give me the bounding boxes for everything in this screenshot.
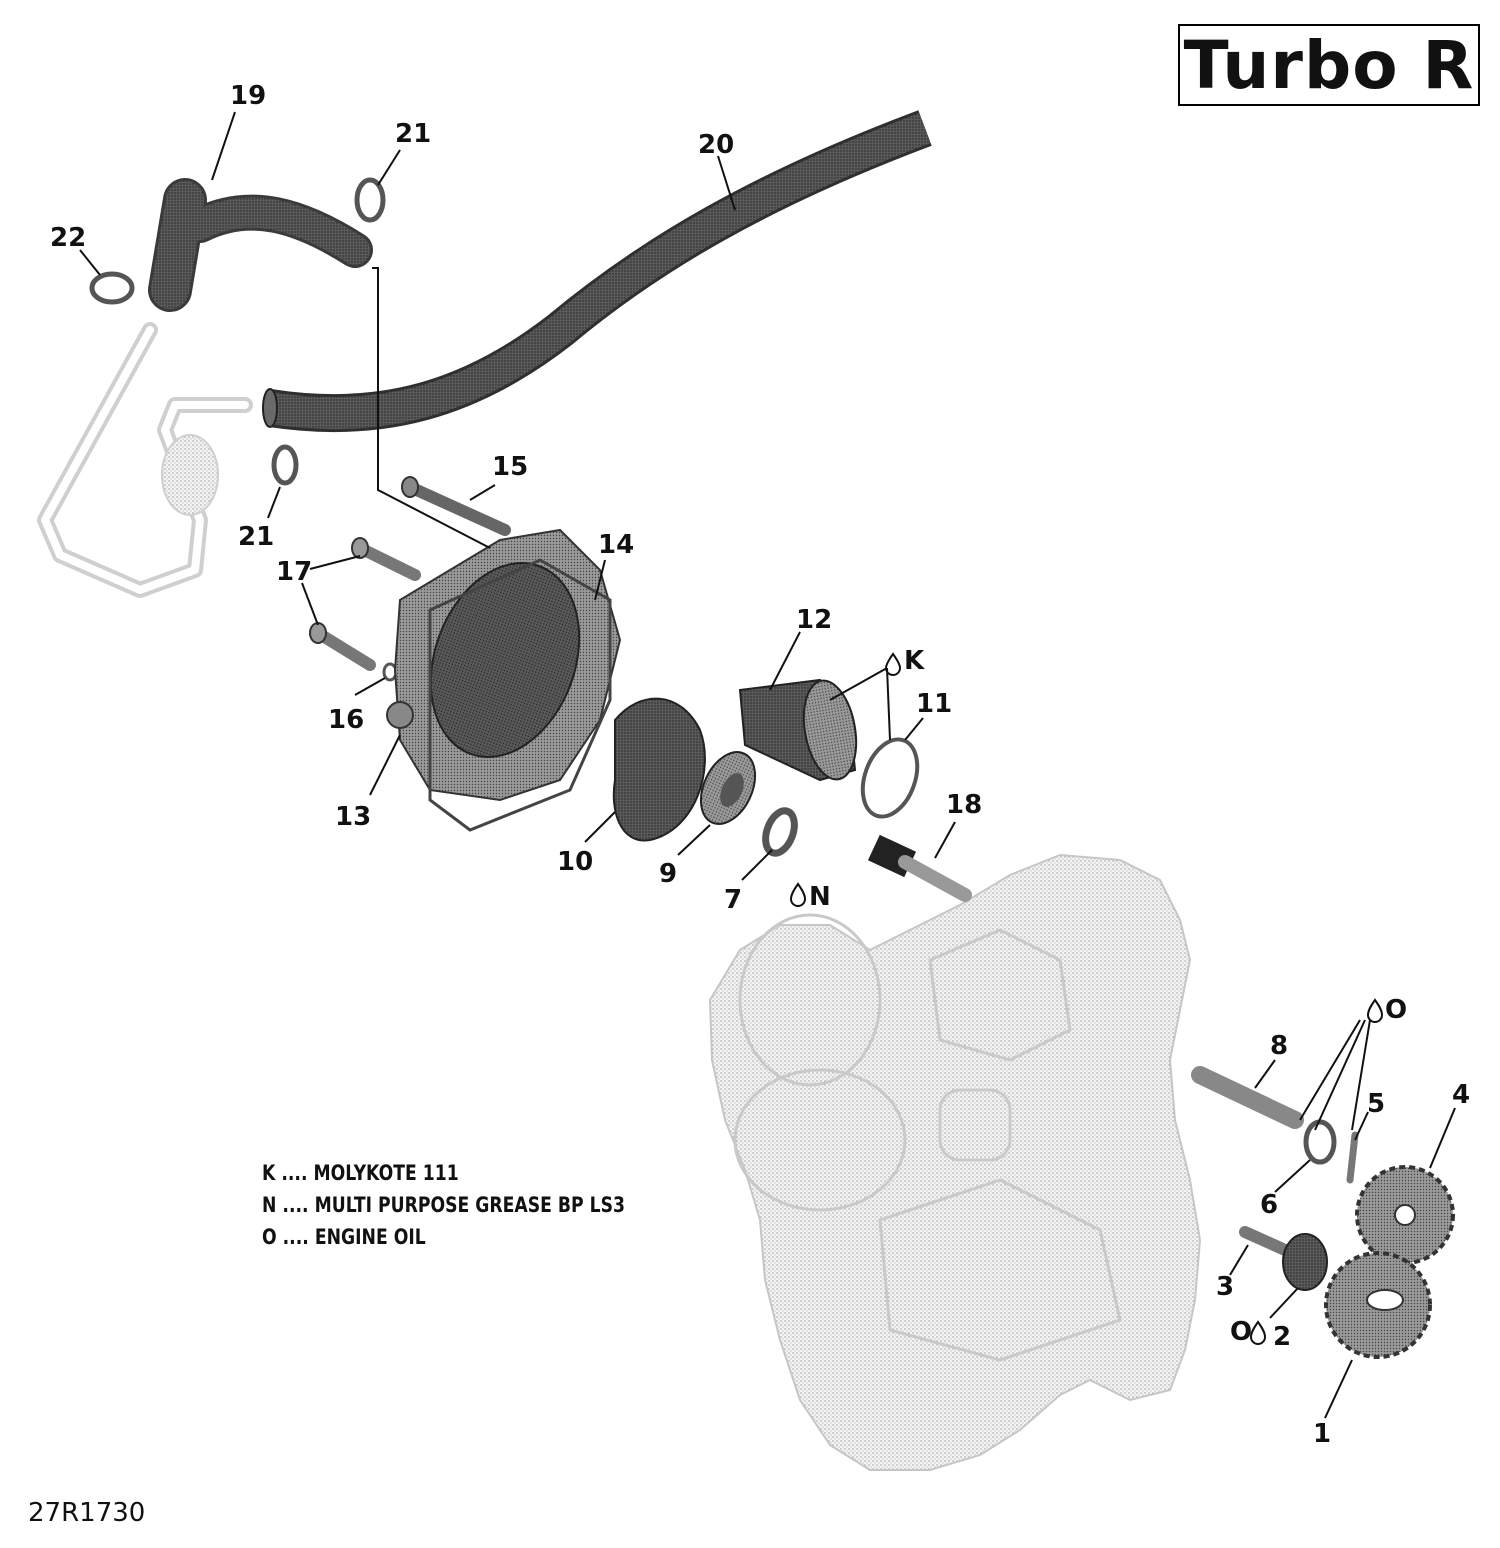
pin-8 bbox=[1191, 1066, 1304, 1129]
o-ring-11 bbox=[860, 737, 920, 819]
screw-17-top bbox=[351, 537, 421, 581]
diagram-reference-code: 27R1730 bbox=[28, 1498, 146, 1528]
coolant-hose-20 bbox=[262, 110, 932, 433]
legend-letter: K bbox=[262, 1161, 276, 1185]
engine-block bbox=[708, 853, 1202, 1471]
screw-3 bbox=[1239, 1226, 1291, 1256]
callout-4: 4 bbox=[1452, 1080, 1470, 1110]
legend-dots: .... bbox=[282, 1193, 309, 1217]
lube-letter-o-bottom: O bbox=[1230, 1317, 1252, 1347]
callout-3: 3 bbox=[1216, 1272, 1234, 1302]
gear-4 bbox=[1355, 1165, 1455, 1265]
legend-row-o: O .... ENGINE OIL bbox=[262, 1221, 625, 1253]
legend-dots: .... bbox=[281, 1161, 308, 1185]
callout-19: 19 bbox=[230, 81, 266, 111]
callout-15: 15 bbox=[492, 452, 528, 482]
seal-9 bbox=[699, 751, 757, 825]
lube-marker-k: K bbox=[884, 646, 925, 676]
hose-clamp-21-bottom bbox=[271, 444, 299, 486]
pin-5 bbox=[1346, 1131, 1359, 1184]
legend-text: ENGINE OIL bbox=[314, 1225, 426, 1249]
faint-coolant-tube bbox=[37, 322, 253, 598]
ring-7 bbox=[762, 807, 798, 857]
legend-letter: N bbox=[262, 1193, 277, 1217]
callout-21-top: 21 bbox=[395, 119, 431, 149]
callout-2: 2 bbox=[1273, 1322, 1291, 1352]
temperature-sensor-18 bbox=[867, 834, 972, 902]
water-pump-shaft-12 bbox=[738, 678, 858, 782]
hose-clamp-21-top bbox=[354, 177, 386, 223]
legend-text: MULTI PURPOSE GREASE BP LS3 bbox=[314, 1193, 626, 1217]
callout-12: 12 bbox=[796, 605, 832, 635]
gasket-14 bbox=[428, 558, 612, 832]
callout-22: 22 bbox=[50, 223, 86, 253]
callout-13: 13 bbox=[335, 802, 371, 832]
legend-row-k: K .... MOLYKOTE 111 bbox=[262, 1157, 625, 1189]
legend-text: MOLYKOTE 111 bbox=[313, 1161, 459, 1185]
callout-16: 16 bbox=[328, 705, 364, 735]
callout-5: 5 bbox=[1367, 1089, 1385, 1119]
callout-9: 9 bbox=[659, 859, 677, 889]
callout-1: 1 bbox=[1313, 1419, 1331, 1449]
gear-2 bbox=[1282, 1233, 1328, 1291]
callout-18: 18 bbox=[946, 790, 982, 820]
leader-lines bbox=[79, 111, 1456, 1419]
callout-labels: 1 2 3 4 5 6 7 8 9 10 11 12 13 14 15 16 1… bbox=[50, 81, 1470, 1449]
callout-6: 6 bbox=[1260, 1190, 1278, 1220]
legend-row-n: N .... MULTI PURPOSE GREASE BP LS3 bbox=[262, 1189, 625, 1221]
model-label-box: Turbo R bbox=[1178, 24, 1480, 106]
callout-8: 8 bbox=[1270, 1031, 1288, 1061]
lube-marker-o-top: O bbox=[1366, 995, 1407, 1025]
lube-marker-o-bottom: O bbox=[1230, 1317, 1267, 1347]
lube-marker-n: N bbox=[789, 882, 831, 912]
legend-letter: O bbox=[262, 1225, 277, 1249]
coolant-hose-19 bbox=[148, 178, 373, 312]
hose-clamp-22 bbox=[89, 271, 135, 305]
impeller-10 bbox=[612, 697, 706, 842]
water-pump-housing-13 bbox=[386, 528, 622, 802]
lube-letter-o-top: O bbox=[1385, 995, 1407, 1025]
lube-letter-k: K bbox=[904, 646, 925, 676]
callout-20: 20 bbox=[698, 130, 734, 160]
legend-dots: .... bbox=[282, 1225, 309, 1249]
lube-letter-n: N bbox=[809, 882, 831, 912]
washer-6 bbox=[1303, 1119, 1337, 1165]
model-label: Turbo R bbox=[1183, 26, 1475, 104]
callout-21-bottom: 21 bbox=[238, 522, 274, 552]
callout-17: 17 bbox=[276, 557, 312, 587]
screw-15 bbox=[401, 476, 511, 536]
callout-10: 10 bbox=[557, 847, 593, 877]
callout-14: 14 bbox=[598, 530, 634, 560]
screw-17-bottom bbox=[309, 622, 376, 671]
lubricant-legend: K .... MOLYKOTE 111 N .... MULTI PURPOSE… bbox=[262, 1157, 705, 1253]
gear-1 bbox=[1324, 1251, 1432, 1359]
callout-11: 11 bbox=[916, 689, 952, 719]
callout-7: 7 bbox=[724, 885, 742, 915]
